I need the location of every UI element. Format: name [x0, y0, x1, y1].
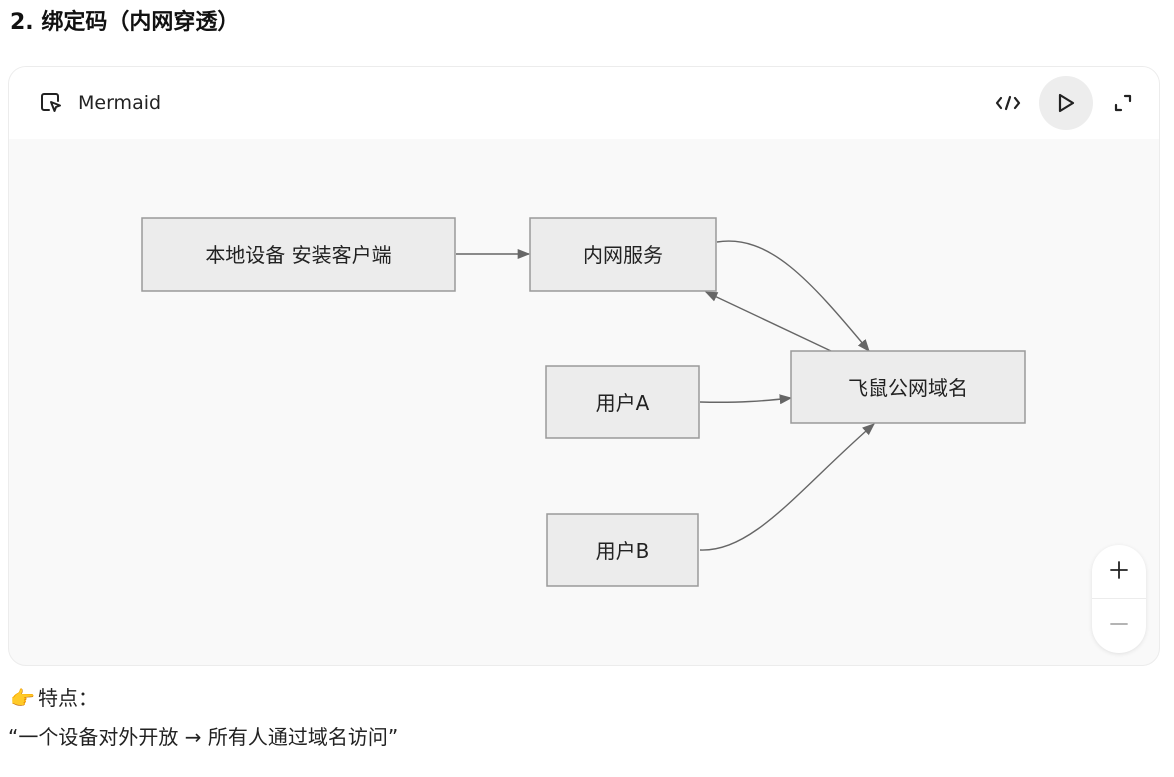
edge-user-b-to-domain — [699, 423, 875, 551]
node-user-b[interactable]: 用户B — [546, 513, 699, 587]
edge-domain-to-intranet — [704, 291, 832, 352]
section-heading: 2. 绑定码（内网穿透） — [10, 10, 240, 35]
fullscreen-button[interactable] — [1096, 76, 1150, 130]
node-intranet-service[interactable]: 内网服务 — [529, 217, 717, 292]
diagram-select-icon — [39, 91, 63, 115]
language-label: Mermaid — [78, 92, 162, 114]
zoom-out-button[interactable] — [1092, 599, 1146, 653]
view-code-button[interactable] — [981, 76, 1035, 130]
feature-line: 👉特点： — [10, 683, 98, 713]
node-user-b-label: 用户B — [596, 539, 650, 563]
zoom-controls — [1092, 545, 1146, 653]
zoom-in-button[interactable] — [1092, 545, 1146, 599]
node-user-a-label: 用户A — [596, 391, 650, 415]
play-icon — [1056, 92, 1076, 114]
plus-icon — [1109, 560, 1129, 584]
feature-label: 特点： — [38, 686, 98, 710]
edge-user-a-to-domain — [699, 394, 793, 405]
node-local-device-label: 本地设备 安装客户端 — [205, 243, 391, 267]
node-public-domain-label: 飞鼠公网域名 — [848, 376, 968, 400]
code-block-header: Mermaid — [9, 67, 1159, 139]
minus-icon — [1109, 614, 1129, 638]
feature-quote: “一个设备对外开放 → 所有人通过域名访问” — [8, 725, 399, 749]
node-local-device[interactable]: 本地设备 安装客户端 — [141, 217, 456, 292]
pointing-hand-icon: 👉 — [10, 686, 35, 710]
diagram-canvas[interactable]: 本地设备 安装客户端 内网服务 飞鼠公网域名 用户A 用户B — [9, 139, 1159, 665]
edge-intranet-to-domain — [716, 240, 870, 352]
code-icon — [995, 94, 1021, 112]
node-public-domain[interactable]: 飞鼠公网域名 — [790, 350, 1026, 424]
preview-button[interactable] — [1039, 76, 1093, 130]
flowchart: 本地设备 安装客户端 内网服务 飞鼠公网域名 用户A 用户B — [141, 217, 1026, 587]
expand-icon — [1113, 93, 1133, 113]
zoom-divider — [1092, 598, 1146, 599]
node-user-a[interactable]: 用户A — [545, 365, 700, 439]
mermaid-code-block: Mermaid — [8, 66, 1160, 666]
node-intranet-service-label: 内网服务 — [583, 243, 663, 267]
